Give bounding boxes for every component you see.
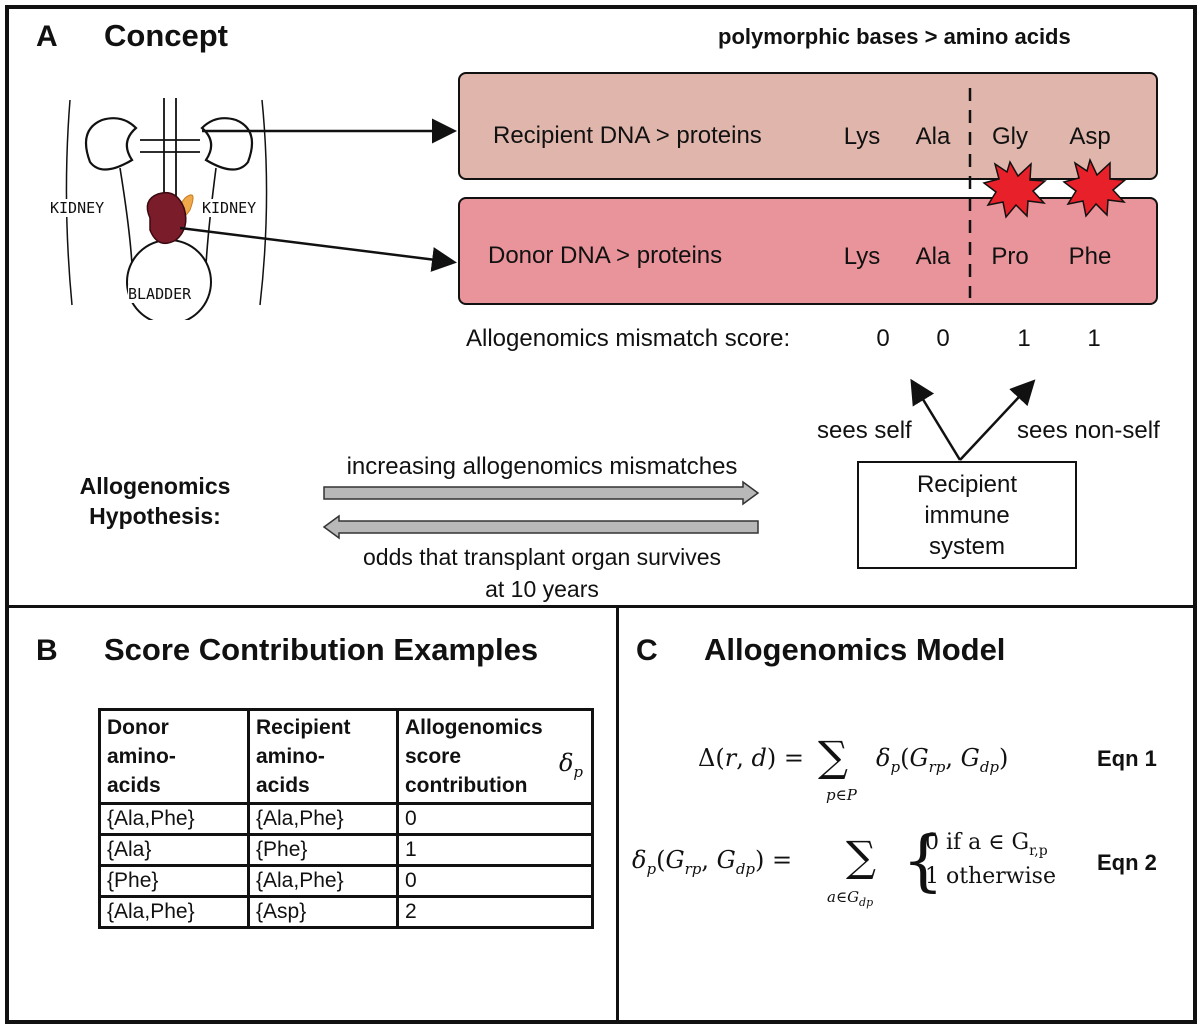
recipient-aa-1: Lys — [843, 123, 881, 150]
table-cell: {Phe} — [247, 833, 399, 867]
summation-icon: ∑ — [818, 732, 848, 781]
kidney-label-left: KIDNEY — [50, 199, 105, 217]
increasing-mismatches-label: increasing allogenomics mismatches — [346, 453, 738, 480]
donor-label: Donor DNA > proteins — [488, 242, 723, 269]
panel-a-header: polymorphic bases > amino acids — [718, 24, 1071, 49]
mismatch-score-2: 0 — [936, 325, 950, 352]
donor-aa-4: Phe — [1068, 243, 1112, 270]
hypothesis-label: Allogenomics Hypothesis: — [50, 471, 260, 531]
table-cell: {Ala,Phe} — [247, 864, 399, 898]
mismatch-score-4: 1 — [1087, 325, 1101, 352]
mismatch-score-label: Allogenomics mismatch score: — [466, 325, 791, 352]
organ-survival-label: odds that transplant organ survives at 1… — [312, 541, 772, 605]
table-row: {Ala,Phe} {Ala,Phe} 0 — [98, 802, 594, 836]
panel-divider-horizontal — [5, 605, 1197, 608]
table-row: {Ala} {Phe} 1 — [98, 833, 594, 867]
panel-c-title: Allogenomics Model — [704, 632, 1006, 667]
panel-c-letter: C — [636, 634, 658, 667]
eqn2-label: Eqn 2 — [1097, 850, 1157, 875]
sees-self-label: sees self — [817, 417, 912, 444]
organ-survival-line-1: odds that transplant organ survives — [363, 544, 721, 570]
immune-box-line-3: system — [928, 533, 1005, 560]
hypothesis-arrows — [322, 480, 760, 540]
hypothesis-label-line-1: Allogenomics — [79, 473, 231, 499]
kidney-label-right: KIDNEY — [202, 199, 257, 217]
figure-frame — [5, 5, 1197, 1024]
recipient-aa-3: Gly — [992, 123, 1028, 150]
right-kidney-icon — [200, 117, 254, 171]
bladder-label: BLADDER — [128, 285, 192, 303]
recipient-immune-system-box: Recipient immune system — [857, 461, 1077, 569]
eqn1-rhs: δp(Grp, Gdp) — [876, 744, 1009, 776]
panel-b-letter: B — [36, 634, 58, 667]
table-row: {Phe} {Ala,Phe} 0 — [98, 864, 594, 898]
cases-brace-icon: { — [902, 822, 944, 899]
table-cell: {Phe} — [98, 864, 250, 898]
table-cell: {Ala,Phe} — [98, 895, 250, 929]
delta-p-symbol: δp — [558, 749, 583, 781]
torso-outline-right — [259, 99, 268, 306]
mismatch-score-1: 0 — [876, 325, 890, 352]
eqn1-label: Eqn 1 — [1097, 746, 1157, 771]
table-cell: {Ala,Phe} — [98, 802, 250, 836]
donor-aa-1: Lys — [843, 243, 881, 270]
summation-icon: ∑ — [846, 832, 876, 881]
table-cell: 0 — [396, 864, 594, 898]
equation-1: Δ(r, d) = — [698, 744, 804, 772]
eqn1-sum-index: p∈P — [826, 786, 857, 804]
table-cell: {Asp} — [247, 895, 399, 929]
bladder-icon — [126, 239, 212, 320]
panel-divider-vertical — [616, 606, 619, 1020]
left-kidney-icon — [84, 117, 138, 171]
table-cell: 2 — [396, 895, 594, 929]
table-row: {Ala,Phe} {Asp} 2 — [98, 895, 594, 929]
equation-2: δp(Grp, Gdp) = — [632, 846, 793, 878]
decreasing-arrow-icon — [322, 514, 759, 540]
table-cell: 1 — [396, 833, 594, 867]
hypothesis-label-line-2: Hypothesis: — [89, 503, 221, 529]
organ-survival-line-2: at 10 years — [485, 576, 599, 602]
recipient-aa-4: Asp — [1069, 123, 1111, 150]
panel-a-letter: A — [36, 20, 58, 53]
eqn2-sum-index: a∈Gdp — [827, 888, 874, 909]
increasing-arrow-icon — [323, 480, 760, 506]
table-cell: {Ala,Phe} — [247, 802, 399, 836]
immune-box-line-1: Recipient — [916, 471, 1018, 498]
recipient-label: Recipient DNA > proteins — [493, 122, 762, 149]
eqn2-case-2: 1 otherwise — [925, 864, 1056, 889]
donor-aa-2: Ala — [915, 243, 951, 270]
panel-a-title: Concept — [104, 18, 228, 53]
table-cell: 0 — [396, 802, 594, 836]
donor-aa-3: Pro — [991, 243, 1029, 270]
table-cell: {Ala} — [98, 833, 250, 867]
transplant-kidney-icon — [146, 191, 187, 245]
panel-b-title: Score Contribution Examples — [104, 632, 539, 667]
recipient-aa-2: Ala — [915, 123, 951, 150]
eqn2-case-1: 0 if a ∈ Gr,p — [925, 830, 1048, 859]
mismatch-score-3: 1 — [1017, 325, 1031, 352]
sees-nonself-label: sees non-self — [1017, 417, 1160, 444]
immune-box-line-2: immune — [924, 502, 1010, 529]
